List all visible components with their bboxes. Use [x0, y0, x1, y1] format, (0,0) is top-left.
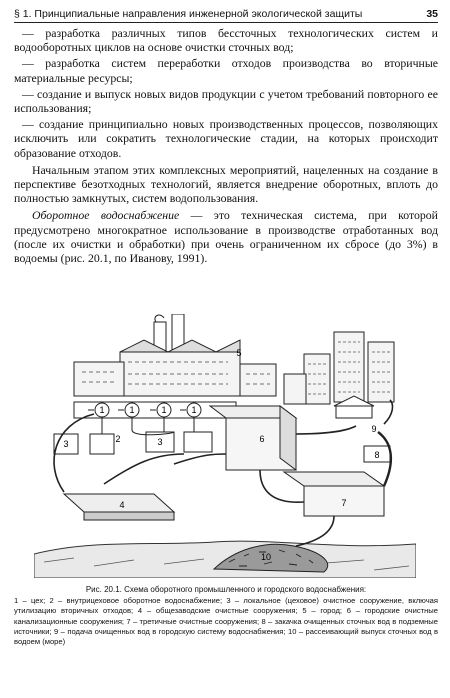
- caption-title: Рис. 20.1. Схема оборотного промышленног…: [85, 585, 367, 594]
- label-city-treatment: 6: [259, 434, 264, 444]
- page-number: 35: [426, 8, 438, 20]
- definition-text: — это техническая система, при которой п…: [14, 208, 438, 266]
- label-tertiary: 7: [341, 498, 346, 508]
- workshop-units: [73, 401, 237, 430]
- list-item: — создание принципиально новых производс…: [14, 117, 438, 160]
- caption-legend: 1 – цех; 2 – внутрицеховое оборотное вод…: [14, 596, 438, 647]
- city-buildings: [283, 331, 395, 419]
- city-treatment-tank: [208, 405, 298, 471]
- label-plant-treatment: 4: [119, 500, 124, 510]
- list-item: — разработка систем переработки отходов …: [14, 56, 438, 85]
- label-local-treatment: 3: [63, 439, 68, 449]
- list-item: — разработка различных типов бессточных …: [14, 26, 438, 55]
- figure-labels: 1 1 1 1 2 3 3 4 5 6 7 8 9 10: [63, 348, 379, 562]
- factory-building: [73, 314, 277, 397]
- label-supply: 9: [371, 424, 376, 434]
- label-shop: 1: [191, 405, 196, 415]
- water-flow-arrows: [53, 399, 394, 547]
- plant-treatment-facility: [62, 493, 176, 521]
- defined-term: Оборотное водоснабжение: [32, 208, 180, 223]
- label-recycle: 2: [115, 434, 120, 444]
- body-text: — разработка различных типов бессточных …: [14, 26, 438, 267]
- label-shop: 1: [161, 405, 166, 415]
- paragraph: Начальным этапом этих комплексных меропр…: [14, 162, 438, 206]
- label-injection: 8: [374, 450, 379, 460]
- label-shop: 1: [129, 405, 134, 415]
- section-title: § 1. Принципиальные направления инженерн…: [14, 8, 363, 20]
- rocks-pile: [212, 543, 329, 573]
- water-supply-figure: 1 1 1 1 2 3 3 4 5 6 7 8 9 10: [34, 314, 416, 578]
- tertiary-treatment-tank: [282, 471, 386, 517]
- list-item: — создание и выпуск новых видов продукци…: [14, 86, 438, 116]
- label-outlet: 10: [261, 552, 271, 562]
- header-divider: [14, 22, 438, 23]
- running-header: § 1. Принципиальные направления инженерн…: [14, 6, 438, 22]
- paragraph: Оборотное водоснабжение — это техническа…: [14, 208, 438, 265]
- label-city: 5: [236, 348, 241, 358]
- figure-caption: Рис. 20.1. Схема оборотного промышленног…: [14, 585, 438, 647]
- label-local-treatment: 3: [157, 437, 162, 447]
- label-shop: 1: [99, 405, 104, 415]
- local-treatment-units: [53, 429, 213, 455]
